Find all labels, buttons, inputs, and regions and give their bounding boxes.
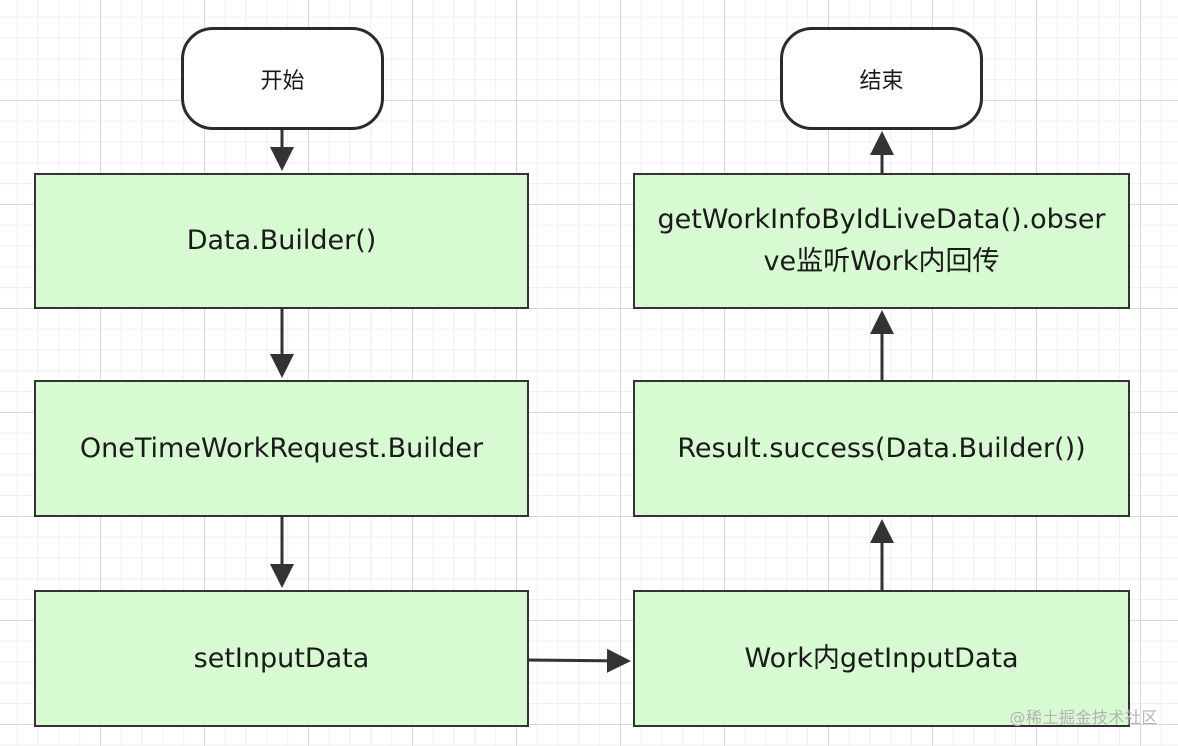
set-input-data-node: setInputData <box>34 590 529 727</box>
result-success-label: Result.success(Data.Builder()) <box>677 432 1086 464</box>
result-success-node: Result.success(Data.Builder()) <box>633 380 1130 517</box>
end-node: 结束 <box>780 27 983 130</box>
request-builder-node: OneTimeWorkRequest.Builder <box>34 380 529 517</box>
work-get-input-data-label: Work内getInputData <box>744 642 1019 674</box>
observe-live-data-label: getWorkInfoByIdLiveData().observe监听Work内… <box>657 204 1106 277</box>
data-builder-node: Data.Builder() <box>34 173 529 309</box>
work-get-input-data-node: Work内getInputData <box>633 590 1130 727</box>
start-node: 开始 <box>181 27 384 130</box>
start-label: 开始 <box>260 68 305 94</box>
arrow-set-input-data-to-work <box>528 648 631 673</box>
observe-live-data-node: getWorkInfoByIdLiveData().observe监听Work内… <box>633 173 1130 309</box>
set-input-data-label: setInputData <box>193 642 370 674</box>
data-builder-label: Data.Builder() <box>186 225 377 257</box>
request-builder-label: OneTimeWorkRequest.Builder <box>79 432 484 464</box>
watermark: @稀土掘金技术社区 <box>1009 708 1158 727</box>
end-label: 结束 <box>859 68 904 94</box>
